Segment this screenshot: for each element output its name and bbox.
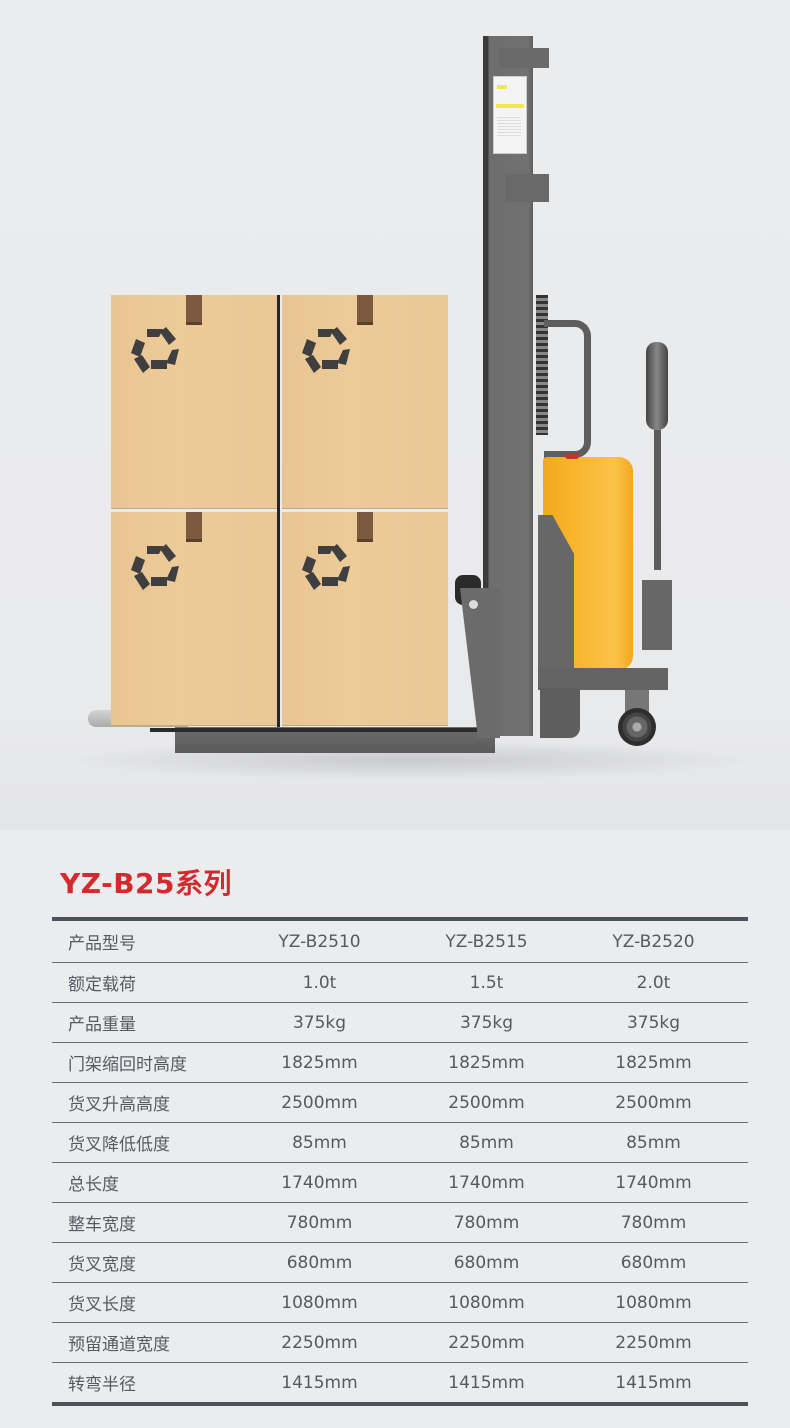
cell-value: 2500mm bbox=[448, 1092, 525, 1113]
product-image bbox=[0, 0, 790, 830]
row-label: 产品重量 bbox=[68, 1015, 136, 1035]
table-row: 转弯半径 1415mm 1415mm 1415mm bbox=[52, 1362, 748, 1402]
emergency-stop-icon bbox=[565, 453, 579, 459]
cell-value: 780mm bbox=[453, 1212, 520, 1233]
spec-table: 产品型号 YZ-B2510 YZ-B2515 YZ-B2520 额定载荷 1.0… bbox=[52, 917, 748, 1406]
cell-value: 2500mm bbox=[615, 1092, 692, 1113]
recycle-icon bbox=[131, 544, 179, 590]
table-row: 货叉升高高度 2500mm 2500mm 2500mm bbox=[52, 1082, 748, 1122]
row-label: 预留通道宽度 bbox=[68, 1335, 170, 1355]
cell-value: YZ-B2515 bbox=[445, 931, 528, 952]
cell-value: YZ-B2510 bbox=[278, 931, 361, 952]
series-title: YZ-B25系列 bbox=[60, 867, 233, 900]
cell-value: 375kg bbox=[292, 1012, 347, 1033]
table-row: 门架缩回时高度 1825mm 1825mm 1825mm bbox=[52, 1042, 748, 1082]
cell-value: 1415mm bbox=[281, 1372, 358, 1393]
recycle-icon bbox=[302, 327, 350, 373]
cell-value: 2500mm bbox=[281, 1092, 358, 1113]
table-row: 货叉长度 1080mm 1080mm 1080mm bbox=[52, 1282, 748, 1322]
cell-value: 1080mm bbox=[448, 1292, 525, 1313]
cell-value: 1825mm bbox=[281, 1052, 358, 1073]
row-label: 转弯半径 bbox=[68, 1375, 136, 1395]
table-row: 额定载荷 1.0t 1.5t 2.0t bbox=[52, 962, 748, 1002]
cell-value: 2250mm bbox=[448, 1332, 525, 1353]
cargo-box bbox=[282, 295, 448, 509]
cell-value: 680mm bbox=[286, 1252, 353, 1273]
row-label: 门架缩回时高度 bbox=[68, 1055, 187, 1075]
cell-value: 1.0t bbox=[302, 972, 337, 993]
row-label: 货叉降低低度 bbox=[68, 1135, 170, 1155]
cell-value: 85mm bbox=[459, 1132, 514, 1153]
fork-rail bbox=[150, 728, 490, 732]
chassis-foot bbox=[540, 688, 580, 738]
table-row: 货叉宽度 680mm 680mm 680mm bbox=[52, 1242, 748, 1282]
cell-value: 1080mm bbox=[615, 1292, 692, 1313]
table-row: 产品重量 375kg 375kg 375kg bbox=[52, 1002, 748, 1042]
row-label: 产品型号 bbox=[68, 934, 136, 954]
cell-value: 2.0t bbox=[636, 972, 671, 993]
operator-guard bbox=[544, 320, 591, 458]
recycle-icon bbox=[131, 327, 179, 373]
cell-value: 375kg bbox=[626, 1012, 681, 1033]
cell-value: YZ-B2520 bbox=[612, 931, 695, 952]
table-row: 货叉降低低度 85mm 85mm 85mm bbox=[52, 1122, 748, 1162]
row-label: 总长度 bbox=[68, 1175, 119, 1195]
cell-value: 1825mm bbox=[448, 1052, 525, 1073]
cell-value: 680mm bbox=[620, 1252, 687, 1273]
row-label: 货叉长度 bbox=[68, 1295, 136, 1315]
mast-cap bbox=[499, 48, 549, 68]
chassis bbox=[538, 668, 668, 690]
cell-value: 1080mm bbox=[281, 1292, 358, 1313]
box-seam bbox=[277, 295, 280, 727]
table-row: 总长度 1740mm 1740mm 1740mm bbox=[52, 1162, 748, 1202]
table-row: 产品型号 YZ-B2510 YZ-B2515 YZ-B2520 bbox=[52, 921, 748, 962]
outrigger-leg bbox=[460, 588, 500, 738]
tape bbox=[357, 512, 373, 542]
cell-value: 1740mm bbox=[448, 1172, 525, 1193]
cell-value: 680mm bbox=[453, 1252, 520, 1273]
row-label: 额定载荷 bbox=[68, 975, 136, 995]
cell-value: 2250mm bbox=[281, 1332, 358, 1353]
leg-pin bbox=[469, 600, 478, 609]
cell-value: 85mm bbox=[626, 1132, 681, 1153]
cargo-box bbox=[111, 512, 277, 726]
row-label: 货叉升高高度 bbox=[68, 1095, 170, 1115]
cell-value: 1825mm bbox=[615, 1052, 692, 1073]
row-label: 货叉宽度 bbox=[68, 1255, 136, 1275]
cell-value: 1415mm bbox=[615, 1372, 692, 1393]
tape bbox=[357, 295, 373, 325]
cell-value: 2250mm bbox=[615, 1332, 692, 1353]
drive-wheel bbox=[618, 708, 656, 746]
cell-value: 780mm bbox=[620, 1212, 687, 1233]
warning-sticker bbox=[493, 76, 527, 154]
table-row: 预留通道宽度 2250mm 2250mm 2250mm bbox=[52, 1322, 748, 1362]
tape bbox=[186, 295, 202, 325]
cargo-box bbox=[282, 512, 448, 726]
recycle-icon bbox=[302, 544, 350, 590]
row-label: 整车宽度 bbox=[68, 1215, 136, 1235]
cargo-box bbox=[111, 295, 277, 509]
tiller-grip bbox=[646, 342, 668, 430]
cell-value: 780mm bbox=[286, 1212, 353, 1233]
cell-value: 1.5t bbox=[469, 972, 504, 993]
cell-value: 1740mm bbox=[615, 1172, 692, 1193]
cell-value: 1740mm bbox=[281, 1172, 358, 1193]
cell-value: 1415mm bbox=[448, 1372, 525, 1393]
cell-value: 375kg bbox=[459, 1012, 514, 1033]
tiller-arm bbox=[654, 430, 661, 570]
mast-bracket bbox=[505, 174, 549, 202]
tape bbox=[186, 512, 202, 542]
tiller-base bbox=[642, 580, 672, 650]
table-row: 整车宽度 780mm 780mm 780mm bbox=[52, 1202, 748, 1242]
cell-value: 85mm bbox=[292, 1132, 347, 1153]
